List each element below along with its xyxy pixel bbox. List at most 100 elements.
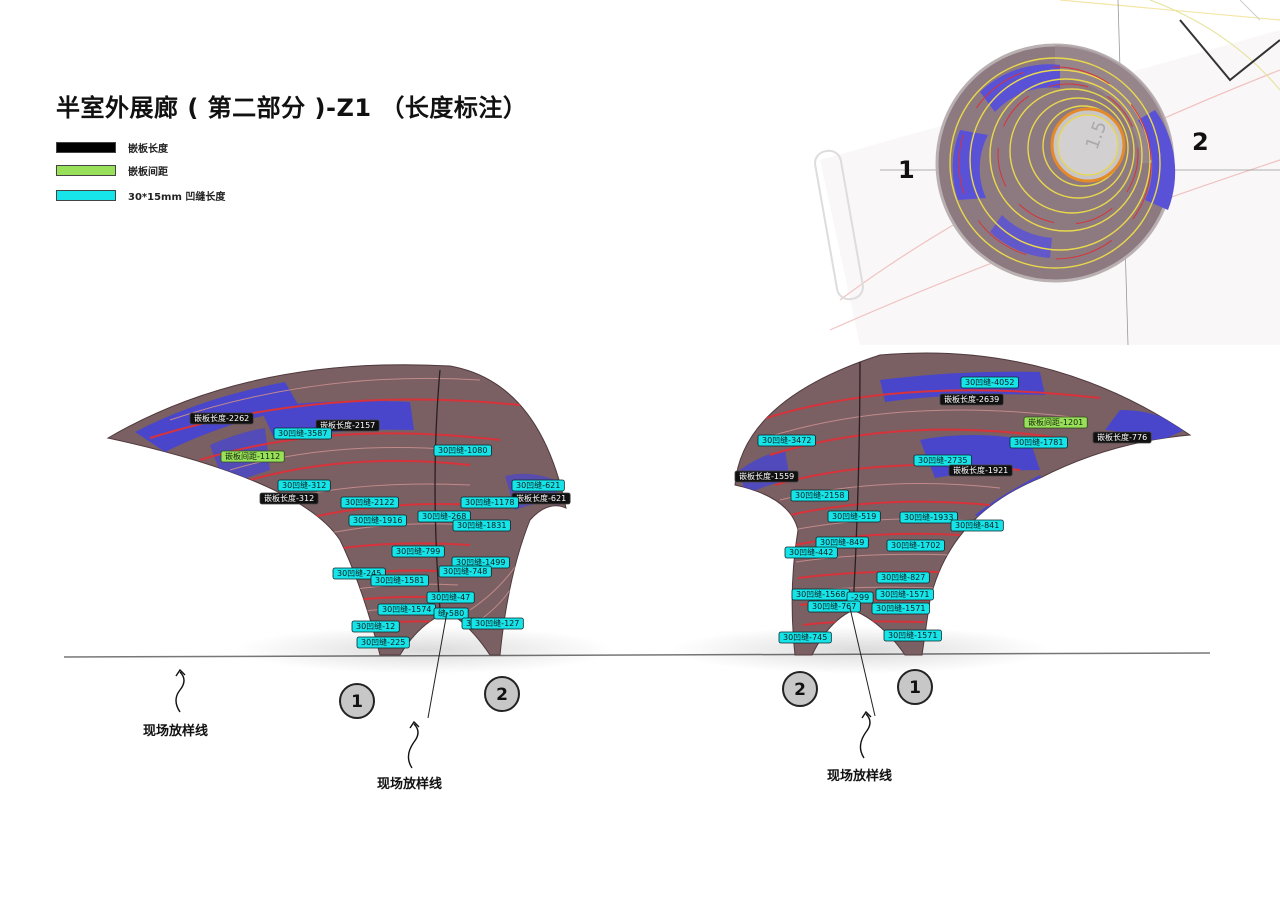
tag-text: 30凹缝-841 — [955, 520, 999, 530]
tag-box — [348, 514, 407, 527]
tag-text: 30凹缝-312 — [282, 480, 326, 490]
tag-text: 嵌板长度-1921 — [953, 465, 1008, 475]
tag-text: 嵌板长度-1559 — [739, 471, 794, 481]
marker-left-1: 1 — [339, 683, 375, 719]
tag-box — [391, 545, 445, 558]
tag-box — [778, 631, 832, 644]
right-tag-seam: 30凹缝-841 — [950, 519, 1004, 532]
site-line-label: 现场放样线 — [143, 723, 208, 739]
left-tag-seam: 30凹缝-47 — [426, 591, 475, 604]
tag-box — [948, 464, 1013, 477]
site-line-label: 现场放样线 — [827, 768, 892, 784]
tag-box — [886, 539, 945, 552]
left-tag-seam: 30凹缝-1831 — [452, 519, 511, 532]
tag-box — [875, 588, 934, 601]
tag-text: 30凹缝-268 — [422, 511, 466, 521]
left-tag-seam: 30凹缝-2122 — [340, 496, 399, 509]
tag-box — [876, 571, 930, 584]
tag-text: 30凹缝-12 — [356, 621, 395, 631]
tag-text: 嵌板长度-2262 — [194, 413, 249, 423]
plan-label-1: 1 — [898, 156, 915, 184]
tag-text: 30凹缝-1571 — [880, 589, 929, 599]
tag-box — [433, 607, 469, 620]
right-tag-group: 30凹缝-4052嵌板长度-263930凹缝-3472嵌板间距-120130凹缝… — [734, 376, 1152, 644]
left-tag-seam: 30凹缝-12 — [351, 620, 400, 633]
tag-text: 30凹缝-1933 — [904, 512, 953, 522]
right-tag-seam: 30凹缝-1571 — [875, 588, 934, 601]
tag-box — [1092, 431, 1152, 444]
left-tag-panel: 嵌板长度-2157 — [315, 419, 380, 432]
tag-box — [511, 479, 565, 492]
left-tag-seam: 30凹缝-127 — [470, 617, 524, 630]
legend-item-panel-length: 嵌板长度 — [56, 140, 168, 155]
tag-text: 30凹缝-621 — [516, 480, 560, 490]
tag-text: 30凹缝-1499 — [456, 557, 505, 567]
right-tag-seam: 30凹缝-745 — [778, 631, 832, 644]
tag-box — [815, 536, 869, 549]
plan-label-2: 2 — [1192, 128, 1209, 156]
left-tag-seam: 30凹缝-1574 — [377, 603, 436, 616]
squiggle-arrow-icon — [175, 668, 186, 713]
tag-text: 30凹缝-1702 — [891, 540, 940, 550]
right-tag-seam: 30凹缝-1781 — [1009, 436, 1068, 449]
tag-box — [259, 492, 319, 505]
right-tag-seam: 30凹缝-1571 — [871, 602, 930, 615]
tag-text: 30凹缝-1571 — [888, 630, 937, 640]
marker-right-1: 1 — [897, 669, 933, 705]
left-tag-seam: 30凹缝-1080 — [433, 444, 492, 457]
tag-box — [960, 376, 1019, 389]
tag-box — [883, 629, 942, 642]
tag-text: 嵌板长度-2157 — [320, 420, 375, 430]
tag-box — [220, 450, 285, 463]
left-tag-seam: 30凹缝-268 — [417, 510, 471, 523]
right-tag-panel: 嵌板长度-2639 — [939, 393, 1004, 406]
tag-text: 嵌板长度-621 — [516, 493, 566, 503]
tag-text: 30凹缝-2735 — [918, 455, 967, 465]
marker-right-2: 2 — [782, 671, 818, 707]
legend-swatch-black — [56, 141, 116, 153]
marker-number: 1 — [909, 678, 921, 698]
legend-swatch-cyan — [56, 189, 116, 201]
tag-text: 30凹缝-2158 — [795, 490, 844, 500]
right-tag-seam: 30凹缝-442 — [784, 546, 838, 559]
marker-left-2: 2 — [484, 676, 520, 712]
tag-text: 30凹缝-767 — [812, 601, 856, 611]
tag-text: 30凹缝-799 — [396, 546, 440, 556]
tag-box — [433, 444, 492, 457]
tag-box — [315, 419, 380, 432]
tag-box — [370, 574, 429, 587]
site-line-leader — [849, 607, 876, 717]
tag-text: 3 — [466, 619, 471, 628]
tag-box — [734, 470, 799, 483]
legend-label: 嵌板长度 — [128, 143, 168, 155]
tag-text: 30凹缝-1831 — [457, 520, 506, 530]
right-tag-seam: 30凹缝-3472 — [757, 434, 816, 447]
tag-box — [757, 434, 816, 447]
right-tag-seam: 30凹缝-827 — [876, 571, 930, 584]
right-tag-panel: 嵌板长度-776 — [1092, 431, 1152, 444]
left-tag-group: 嵌板长度-2262嵌板长度-215730凹缝-358730凹缝-1080嵌板间距… — [189, 412, 571, 649]
tag-box — [470, 617, 524, 630]
left-tag-seam: 30凹缝-225 — [356, 636, 410, 649]
tag-text: 30凹缝-47 — [431, 592, 470, 602]
left-tag-panel: 嵌板长度-312 — [259, 492, 319, 505]
tag-text: 30凹缝-748 — [443, 566, 487, 576]
squiggle-arrow-icon — [859, 710, 872, 759]
tag-text: 30凹缝-745 — [783, 632, 827, 642]
tag-text: 30凹缝-1581 — [375, 575, 424, 585]
left-tag-gap: 嵌板间距-1112 — [220, 450, 285, 463]
legend-swatch-green — [56, 164, 116, 176]
tag-text: 30凹缝-1574 — [382, 604, 431, 614]
tag-box — [871, 602, 930, 615]
tag-text: 30凹缝-127 — [475, 618, 519, 628]
right-tag-seam: 30凹缝-1571 — [883, 629, 942, 642]
right-tag-seam: 30凹缝-767 — [807, 600, 861, 613]
tag-box — [452, 519, 511, 532]
tag-box — [1009, 436, 1068, 449]
tag-text: 30凹缝-827 — [881, 572, 925, 582]
squiggle-arrow-icon — [407, 720, 420, 769]
site-line-label: 现场放样线 — [377, 776, 442, 792]
tag-box — [189, 412, 254, 425]
tag-box — [939, 393, 1004, 406]
